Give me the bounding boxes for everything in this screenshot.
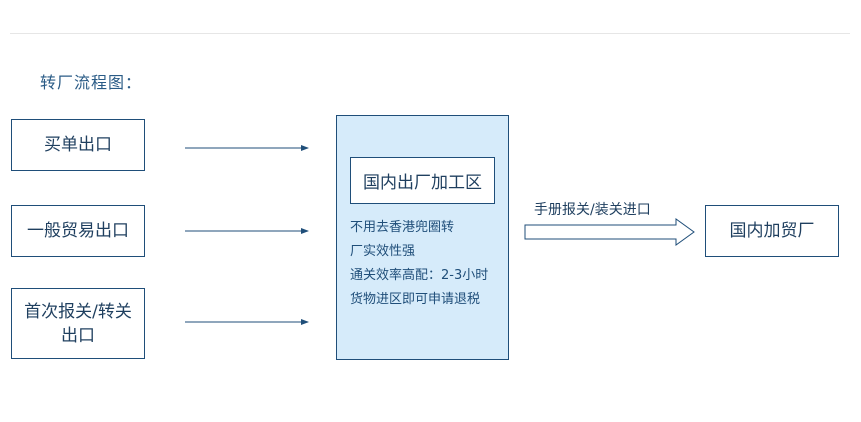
feature-item: 厂实效性强 [350,244,416,259]
diagram-title: 转厂流程图： [40,73,143,92]
zone-title: 国内出厂加工区 [363,173,482,193]
source-label-line2: 出口 [60,325,95,346]
export-processing-zone-panel: 国内出厂加工区 不用去香港兜圈转 厂实效性强 通关效率高配：2-3小时 货物进区… [336,115,509,360]
source-box-maidan-export: 买单出口 [11,119,145,171]
feature-item: 货物进区即可申请退税 [350,292,481,307]
destination-box-processing-factory: 国内加贸厂 [705,205,839,257]
zone-feature-list: 不用去香港兜圈转 厂实效性强 通关效率高配：2-3小时 货物进区即可申请退税 [350,216,488,312]
source-box-general-trade-export: 一般贸易出口 [11,205,145,257]
block-arrow-to-destination [524,218,695,246]
destination-label: 国内加贸厂 [729,221,815,241]
source-label: 买单出口 [44,135,112,155]
feature-item: 不用去香港兜圈转 [350,220,455,235]
declaration-arrow-label: 手册报关/装关进口 [534,202,651,218]
top-divider [10,33,850,34]
source-label: 一般贸易出口 [27,221,129,241]
zone-title-box: 国内出厂加工区 [350,157,495,204]
source-label-line1: 首次报关/转关 [24,301,132,322]
source-box-first-declaration-export: 首次报关/转关 出口 [11,288,145,359]
feature-item: 通关效率高配：2-3小时 [350,268,489,283]
